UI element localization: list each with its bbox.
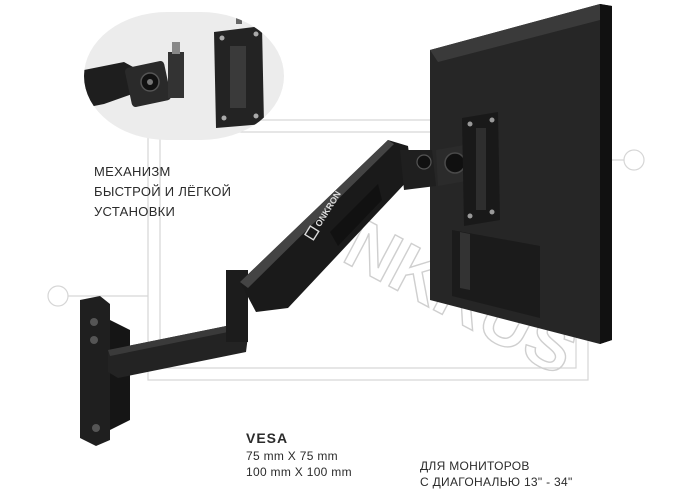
mechanism-caption-line-2: БЫСТРОЙ И ЛЁГКОЙ (94, 184, 232, 199)
mechanism-detail-image (84, 12, 264, 128)
mechanism-caption-line-3: УСТАНОВКИ (94, 204, 176, 219)
vesa-caption: VESA 75 mm X 75 mm 100 mm X 100 mm (246, 428, 352, 480)
lower-arm (108, 270, 248, 378)
mechanism-caption: МЕХАНИЗМ БЫСТРОЙ И ЛЁГКОЙ УСТАНОВКИ (94, 162, 231, 222)
diagonal-caption-line-1: ДЛЯ МОНИТОРОВ (420, 459, 530, 473)
mechanism-detail-inset (84, 12, 284, 140)
diagonal-caption: ДЛЯ МОНИТОРОВ С ДИАГОНАЛЬЮ 13" - 34" (420, 458, 573, 490)
monitor (430, 4, 612, 344)
mechanism-caption-line-1: МЕХАНИЗМ (94, 164, 171, 179)
vesa-title: VESA (246, 430, 289, 446)
gas-spring-arm (240, 140, 412, 312)
diagonal-caption-line-2: С ДИАГОНАЛЬЮ 13" - 34" (420, 475, 573, 489)
tilt-head (400, 112, 500, 226)
brand-logo-icon (304, 225, 320, 241)
vesa-size-1: 75 mm X 75 mm (246, 449, 338, 463)
vesa-size-2: 100 mm X 100 mm (246, 465, 352, 479)
